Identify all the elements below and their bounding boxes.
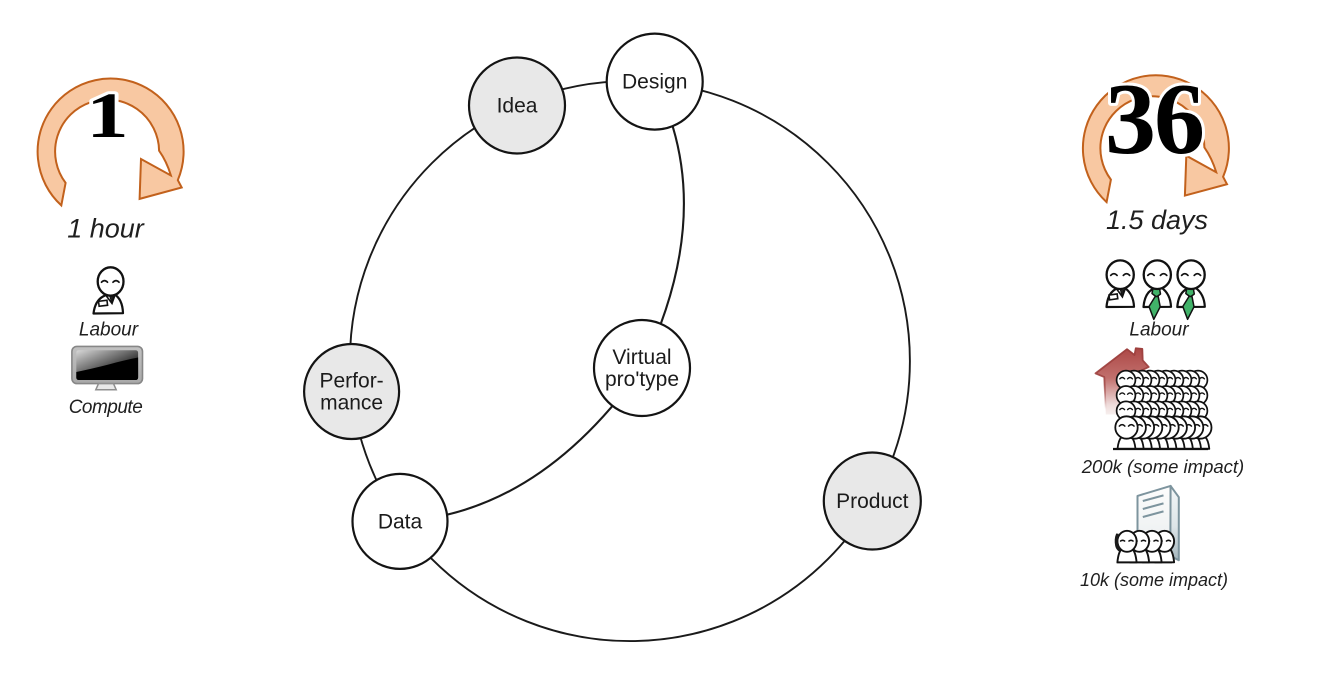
svg-text:pro'type: pro'type xyxy=(605,368,679,391)
svg-text:Product: Product xyxy=(836,490,909,513)
svg-text:Virtual: Virtual xyxy=(612,346,671,369)
svg-text:10k (some impact): 10k (some impact) xyxy=(1080,570,1228,590)
svg-text:200k (some impact): 200k (some impact) xyxy=(1081,456,1244,477)
svg-text:Labour: Labour xyxy=(79,320,139,341)
svg-text:mance: mance xyxy=(320,392,383,415)
svg-text:Idea: Idea xyxy=(497,95,538,118)
svg-text:1.5 days: 1.5 days xyxy=(1106,205,1208,235)
svg-text:Labour: Labour xyxy=(1129,320,1189,341)
svg-text:Perfor-: Perfor- xyxy=(320,370,384,393)
svg-text:36: 36 xyxy=(1105,63,1203,176)
svg-text:Data: Data xyxy=(378,510,423,533)
svg-text:Design: Design xyxy=(622,71,687,94)
svg-text:1: 1 xyxy=(86,80,128,152)
svg-text:Compute: Compute xyxy=(69,397,143,418)
svg-text:1 hour: 1 hour xyxy=(67,214,145,244)
